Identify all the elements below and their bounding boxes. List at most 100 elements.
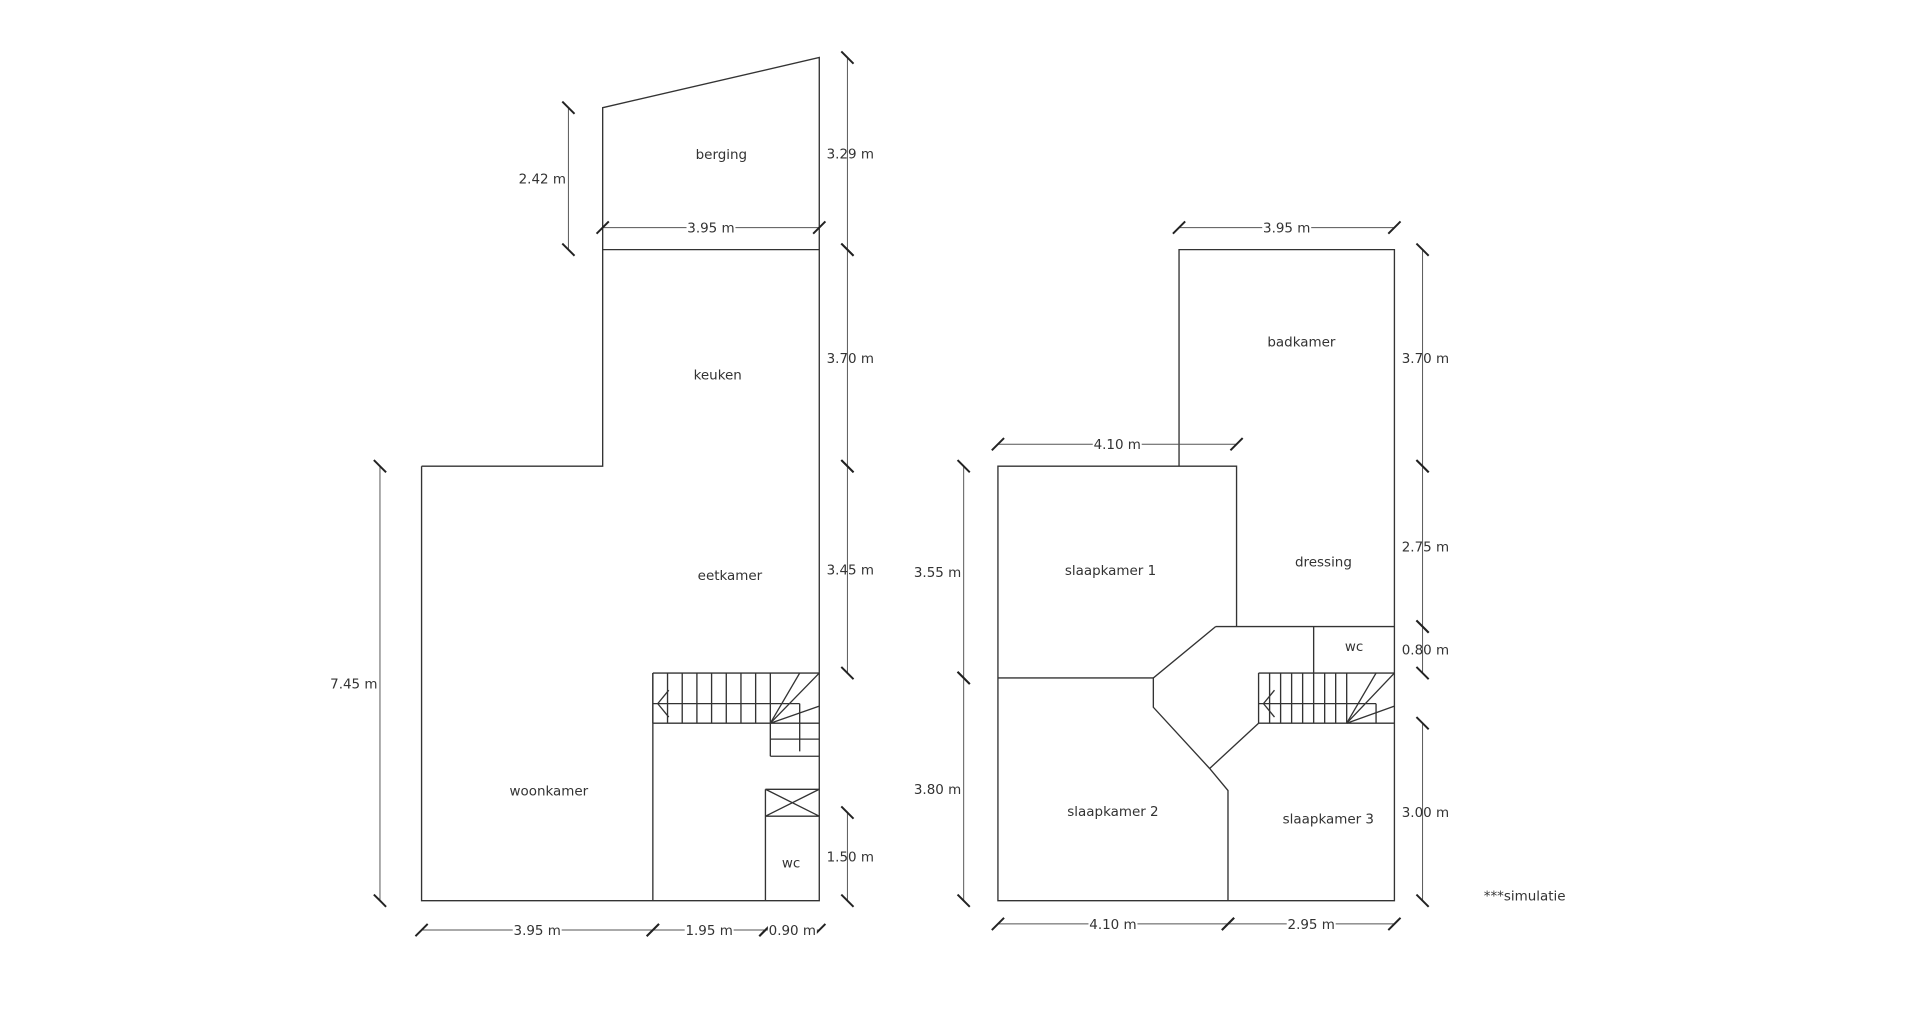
dimension-slaapkamer1-width-label: 4.10 m (1094, 438, 1141, 453)
dimension-slaapkamer2-depth-label: 3.80 m (914, 783, 961, 798)
dimension-tick (1387, 917, 1402, 931)
dimension-tick (1415, 716, 1430, 731)
ground-stairs-winder (769, 672, 801, 724)
dimension-woonkamer-depth-label: 7.45 m (330, 677, 377, 692)
room-label-first-floor-slaapkamer1: slaapkamer 1 (1065, 564, 1156, 579)
room-label-first-floor-badkamer: badkamer (1267, 335, 1336, 350)
dimension-wc-depth-label: 0.80 m (1402, 644, 1449, 659)
room-label-first-floor-wc: wc (1345, 640, 1363, 655)
dimension-eetkamer-depth-label: 3.45 m (827, 564, 874, 579)
landing-wall (1209, 722, 1260, 769)
dimension-tick (1172, 220, 1186, 235)
dimension-tick (1221, 917, 1235, 931)
dimension-bottom-left-label: 4.10 m (1089, 918, 1136, 933)
dimension-tick (840, 242, 855, 257)
first-floor-outline (997, 248, 1396, 902)
dimension-tick (812, 220, 827, 235)
dimension-badkamer-width: 3.95 m (1172, 219, 1402, 237)
walls (420, 56, 1396, 902)
dimension-tick (595, 220, 610, 235)
ground-stairs-winder (769, 672, 820, 724)
ground-floor-outline (420, 56, 820, 902)
dimension-bottom-left: 3.95 m (414, 921, 660, 939)
dimension-tick (1415, 666, 1430, 680)
ground-stairs-winder (770, 705, 820, 724)
stair-arrow (1262, 703, 1276, 718)
dimension-slaapkamer1-depth: 3.55 m (914, 459, 971, 685)
dimension-tick (956, 893, 971, 908)
room-label-ground-floor-wc: wc (782, 857, 800, 872)
dimension-bottom-left-label: 3.95 m (514, 924, 561, 939)
dimension-slaapkamer1-depth-label: 3.55 m (914, 566, 961, 581)
dimension-bottom-right-label: 0.90 m (769, 924, 816, 939)
dimension-berging-width: 3.95 m (595, 219, 827, 237)
dimension-dressing-depth: 2.75 m (1402, 459, 1449, 634)
room-label-ground-floor-keuken: keuken (694, 368, 742, 383)
dimension-tick (414, 923, 429, 937)
dimension-tick (1415, 893, 1430, 908)
dimension-tick (956, 459, 971, 474)
room-label-ground-floor-eetkamer: eetkamer (698, 569, 763, 584)
landing-wall (1152, 626, 1229, 901)
dimension-tick (646, 923, 660, 937)
dimension-keuken-depth-label: 3.70 m (827, 352, 874, 367)
dimension-tick (373, 893, 387, 908)
first-stairs-winder (1346, 672, 1377, 724)
dimension-tick (1415, 459, 1430, 474)
dimension-slaapkamer3-depth: 3.00 m (1402, 716, 1449, 908)
dimension-badkamer-width-label: 3.95 m (1263, 222, 1310, 237)
dimension-tick (840, 805, 855, 820)
dimension-slaapkamer2-depth: 3.80 m (914, 671, 971, 908)
dimension-bottom-middle-label: 1.95 m (685, 924, 732, 939)
dimension-slaapkamer1-width: 4.10 m (991, 435, 1244, 453)
dimension-tick (1387, 220, 1402, 235)
dimension-bottom-right: 0.90 m (758, 921, 827, 939)
dimension-tick (840, 50, 855, 65)
cupboard-cross (765, 788, 820, 817)
dimension-badkamer-depth: 3.70 m (1402, 242, 1449, 474)
dimension-wc-depth-label: 1.50 m (827, 850, 874, 865)
dimension-berging-depth-left-label: 2.42 m (519, 173, 566, 188)
stair-arrow (657, 703, 670, 718)
dimension-tick (373, 459, 387, 474)
dimension-tick (991, 437, 1005, 452)
dimension-bottom-right: 2.95 m (1221, 915, 1402, 933)
dimension-wc-depth: 1.50 m (827, 805, 874, 908)
dimension-tick (956, 671, 971, 685)
dimension-tick (1415, 619, 1430, 634)
first-stairs-winder (1346, 705, 1395, 724)
dimension-tick (840, 459, 855, 474)
dimension-tick (561, 100, 576, 115)
stair-arrow (1262, 689, 1276, 705)
room-labels: berging keuken eetkamer woonkamer wc badkamer… (509, 148, 1374, 872)
dimension-slaapkamer3-depth-label: 3.00 m (1402, 806, 1449, 821)
dimension-bottom-left: 4.10 m (991, 915, 1235, 933)
dimension-tick (840, 666, 855, 680)
dimension-eetkamer-depth: 3.45 m (827, 459, 874, 680)
dimension-tick (561, 242, 576, 257)
room-label-ground-floor-woonkamer: woonkamer (509, 784, 588, 799)
room-label-ground-floor-berging: berging (696, 148, 747, 163)
dimension-woonkamer-depth: 7.45 m (330, 459, 387, 908)
room-label-first-floor-dressing: dressing (1295, 556, 1352, 571)
dimension-tick (1415, 242, 1430, 257)
dimension-tick (991, 917, 1005, 931)
dimension-keuken-depth: 3.70 m (827, 242, 874, 474)
room-label-first-floor-slaapkamer3: slaapkamer 3 (1283, 813, 1374, 828)
dimension-lines: 3.29 m 3.70 m 3.45 m 1.50 m 2.42 m 7.45 m 3.95… (330, 50, 1449, 939)
first-stairs-winder (1346, 672, 1395, 724)
dimension-badkamer-depth-label: 3.70 m (1402, 352, 1449, 367)
dimension-berging-depth-right-label: 3.29 m (827, 147, 874, 162)
dimension-berging-depth-right: 3.29 m (827, 50, 874, 257)
dimension-bottom-right-label: 2.95 m (1288, 918, 1335, 933)
dimension-berging-depth-left: 2.42 m (519, 100, 576, 257)
simulation-note: ***simulatie (1484, 890, 1566, 905)
room-label-first-floor-slaapkamer2: slaapkamer 2 (1067, 805, 1158, 820)
stair-arrow (657, 689, 670, 705)
dimension-tick (1229, 437, 1244, 452)
dimension-wc-depth: 0.80 m (1402, 619, 1449, 680)
dimension-berging-width-label: 3.95 m (687, 222, 734, 237)
dimension-dressing-depth-label: 2.75 m (1402, 540, 1449, 555)
dimension-bottom-middle: 1.95 m (646, 921, 773, 939)
